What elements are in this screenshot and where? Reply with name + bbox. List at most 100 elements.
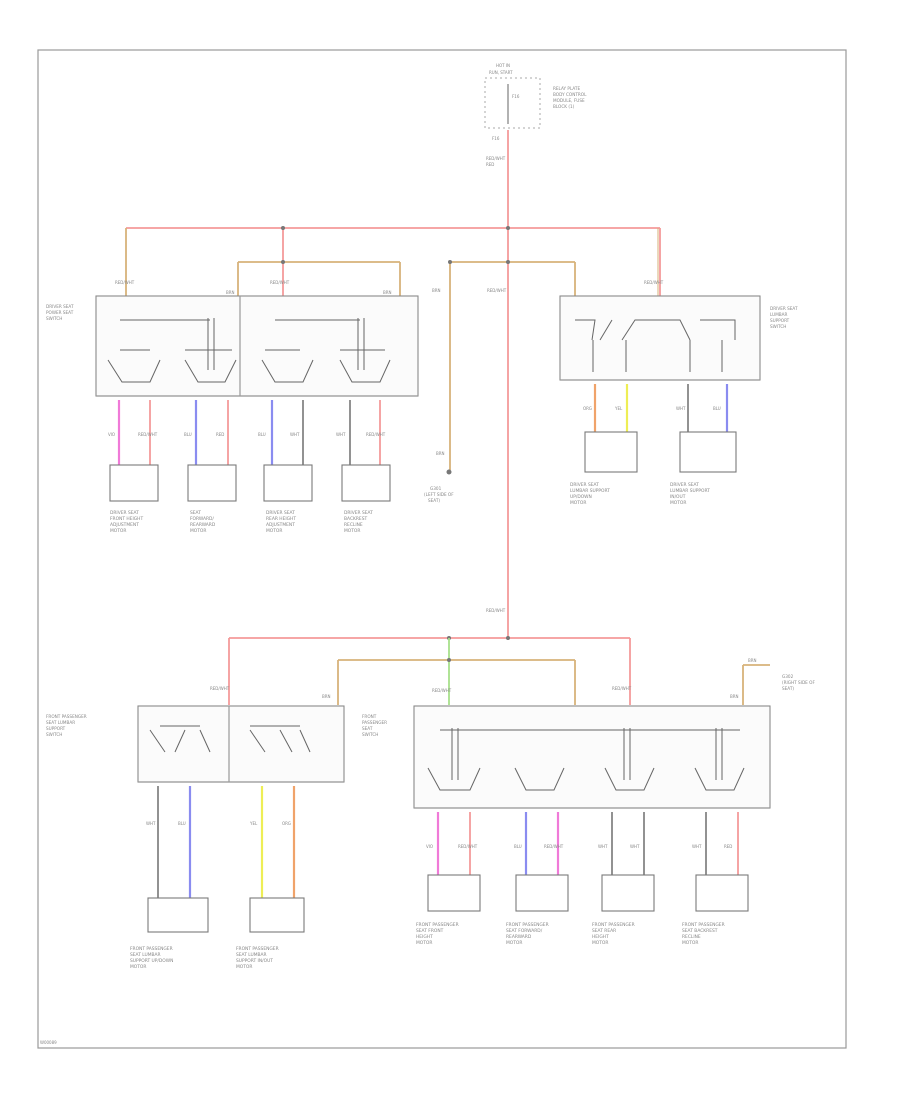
dl-m2-cap-3: IN/OUT	[670, 494, 686, 500]
fuse-pin-label: F16	[492, 136, 500, 141]
lc-3: RED/WHT	[432, 688, 452, 693]
dl-m2-cap-1: DRIVER SEAT	[670, 482, 699, 488]
dw-code-6: WHT	[290, 432, 300, 437]
pl-switch-cap-1: FRONT PASSENGER	[46, 714, 87, 719]
dl-m2-cap-2: LUMBAR SUPPORT	[670, 488, 710, 494]
dw-code-2: RED/WHT	[138, 432, 158, 437]
drv-m3-cap-2: REAR HEIGHT	[266, 516, 296, 522]
ps-switch-cap-3: SEAT	[362, 726, 373, 731]
plw-3: YEL	[249, 821, 258, 826]
drv-lumbar-motor-1	[584, 431, 638, 473]
main-feed-code: RED/WHT	[486, 156, 506, 161]
pm4-cap-4: MOTOR	[682, 940, 698, 946]
pass-motor-2	[515, 874, 569, 912]
pl-m2-cap-3: SUPPORT IN/OUT	[236, 958, 273, 964]
fuse-block-caption-1: RELAY PLATE	[553, 86, 580, 91]
pm3-cap-1: FRONT PASSENGER	[592, 922, 635, 928]
dl-switch-cap-4: SWITCH	[770, 324, 786, 329]
dw-code-8: RED/WHT	[366, 432, 386, 437]
drv-m2-cap-4: MOTOR	[190, 528, 206, 534]
diagram-frame	[37, 49, 847, 1049]
plw-4: ORG	[282, 821, 291, 826]
dl-switch-cap-2: LUMBAR	[770, 312, 788, 317]
drv-motor-4	[341, 464, 391, 502]
hot-source-line2: RUN, START	[489, 70, 513, 75]
driver-seat-switch: DRIVER SEAT POWER SEAT SWITCH	[46, 295, 419, 397]
lc-5: BRN	[730, 694, 739, 699]
pl-switch-cap-4: SWITCH	[46, 732, 62, 737]
pm4-cap-1: FRONT PASSENGER	[682, 922, 725, 928]
drv-m1-cap-4: MOTOR	[110, 528, 126, 534]
ground-cap-1: G301	[430, 486, 442, 491]
driver-lumbar-wires: ORG YEL WHT BLU DRIVER SEAT LUMBAR SUPPO…	[570, 384, 737, 506]
pass-motor-1	[427, 874, 481, 912]
pl-m1-cap-3: SUPPORT UP/DOWN	[130, 958, 173, 964]
drv-switch-cap-3: SWITCH	[46, 316, 62, 321]
pm2-cap-4: MOTOR	[506, 940, 522, 946]
pm1-cap-4: MOTOR	[416, 940, 432, 946]
dlw-1: ORG	[583, 406, 592, 411]
drv-motor-2	[187, 464, 237, 502]
pm1-cap-3: HEIGHT	[416, 934, 433, 940]
dl-m1-cap-3: UP/DOWN	[570, 494, 592, 500]
dw-code-7: WHT	[336, 432, 346, 437]
drv-m2-cap-3: REARWARD	[190, 522, 216, 528]
pw-6: WHT	[630, 844, 640, 849]
fuse-block-caption-2: BODY CONTROL	[553, 92, 587, 97]
diagram-id: W00089	[40, 1040, 57, 1045]
main-feed-wires: RED/WHT RED RED/WHT BRN RED/WHT BRN BRN …	[115, 130, 664, 640]
drv-m3-cap-4: MOTOR	[266, 528, 282, 534]
pw-4: RED/WHT	[544, 844, 564, 849]
hot-source-line1: HOT IN	[496, 63, 510, 68]
pm3-cap-3: HEIGHT	[592, 934, 609, 940]
dl-m1-cap-2: LUMBAR SUPPORT	[570, 488, 610, 494]
passenger-motors: FRONT PASSENGER SEAT FRONT HEIGHT MOTOR …	[416, 874, 749, 946]
drv-switch-cap-1: DRIVER SEAT	[46, 304, 74, 309]
code-6: RED/WHT	[487, 288, 507, 293]
ps-switch-cap-2: PASSENGER	[362, 720, 387, 725]
lc-4: RED/WHT	[612, 686, 632, 691]
dl-m2-cap-4: MOTOR	[670, 500, 686, 506]
pm2-cap-3: REARWARD	[506, 934, 532, 940]
dl-switch-cap-1: DRIVER SEAT	[770, 306, 798, 311]
pass-motor-3	[601, 874, 655, 912]
lower-feed-code: RED/WHT	[486, 608, 506, 613]
drv-m4-cap-3: RECLINE	[344, 522, 363, 528]
code-2: BRN	[226, 290, 235, 295]
pm3-cap-2: SEAT REAR	[592, 928, 616, 934]
ground2-cap-3: SEAT)	[782, 686, 794, 691]
pl-m2-cap-1: FRONT PASSENGER	[236, 946, 279, 952]
pass-motor-4	[695, 874, 749, 912]
driver-motors: DRIVER SEAT FRONT HEIGHT ADJUSTMENT MOTO…	[109, 464, 391, 534]
pass-lumbar-motor-2	[249, 897, 305, 933]
dw-code-4: RED	[216, 432, 224, 437]
pw-3: BLU	[514, 844, 522, 849]
dl-switch-cap-3: SUPPORT	[770, 318, 790, 323]
plw-1: WHT	[146, 821, 156, 826]
pl-m1-cap-1: FRONT PASSENGER	[130, 946, 173, 952]
pm3-cap-4: MOTOR	[592, 940, 608, 946]
code-3: RED/WHT	[270, 280, 290, 285]
code-7: RED/WHT	[644, 280, 664, 285]
passenger-motor-wires: VIO RED/WHT BLU RED/WHT WHT WHT WHT RED	[426, 812, 739, 875]
drv-m1-cap-3: ADJUSTMENT	[110, 522, 139, 528]
drv-m1-cap-2: FRONT HEIGHT	[110, 516, 143, 522]
dlw-2: YEL	[614, 406, 623, 411]
driver-motor-wires: VIO RED/WHT BLU RED BLU WHT WHT RED/WHT	[108, 400, 386, 465]
dl-m1-cap-4: MOTOR	[570, 500, 586, 506]
code-1: RED/WHT	[115, 280, 135, 285]
drv-m4-cap-1: DRIVER SEAT	[344, 510, 373, 516]
pw-5: WHT	[598, 844, 608, 849]
pl-m1-cap-2: SEAT LUMBAR	[130, 952, 161, 958]
code-4: BRN	[383, 290, 392, 295]
fuse-block: HOT IN RUN, START F16 RELAY PLATE BODY C…	[484, 63, 587, 141]
ps-switch-cap-4: SWITCH	[362, 732, 378, 737]
fuse-block-caption-4: BLOCK (1)	[553, 104, 575, 109]
drv-m2-cap-2: FORWARD/	[190, 516, 214, 522]
pm1-cap-2: SEAT FRONT	[416, 928, 444, 934]
main-feed-code-2: RED	[486, 162, 494, 167]
fuse-label: F16	[512, 94, 520, 99]
dw-code-3: BLU	[184, 432, 192, 437]
lc-1: RED/WHT	[210, 686, 230, 691]
